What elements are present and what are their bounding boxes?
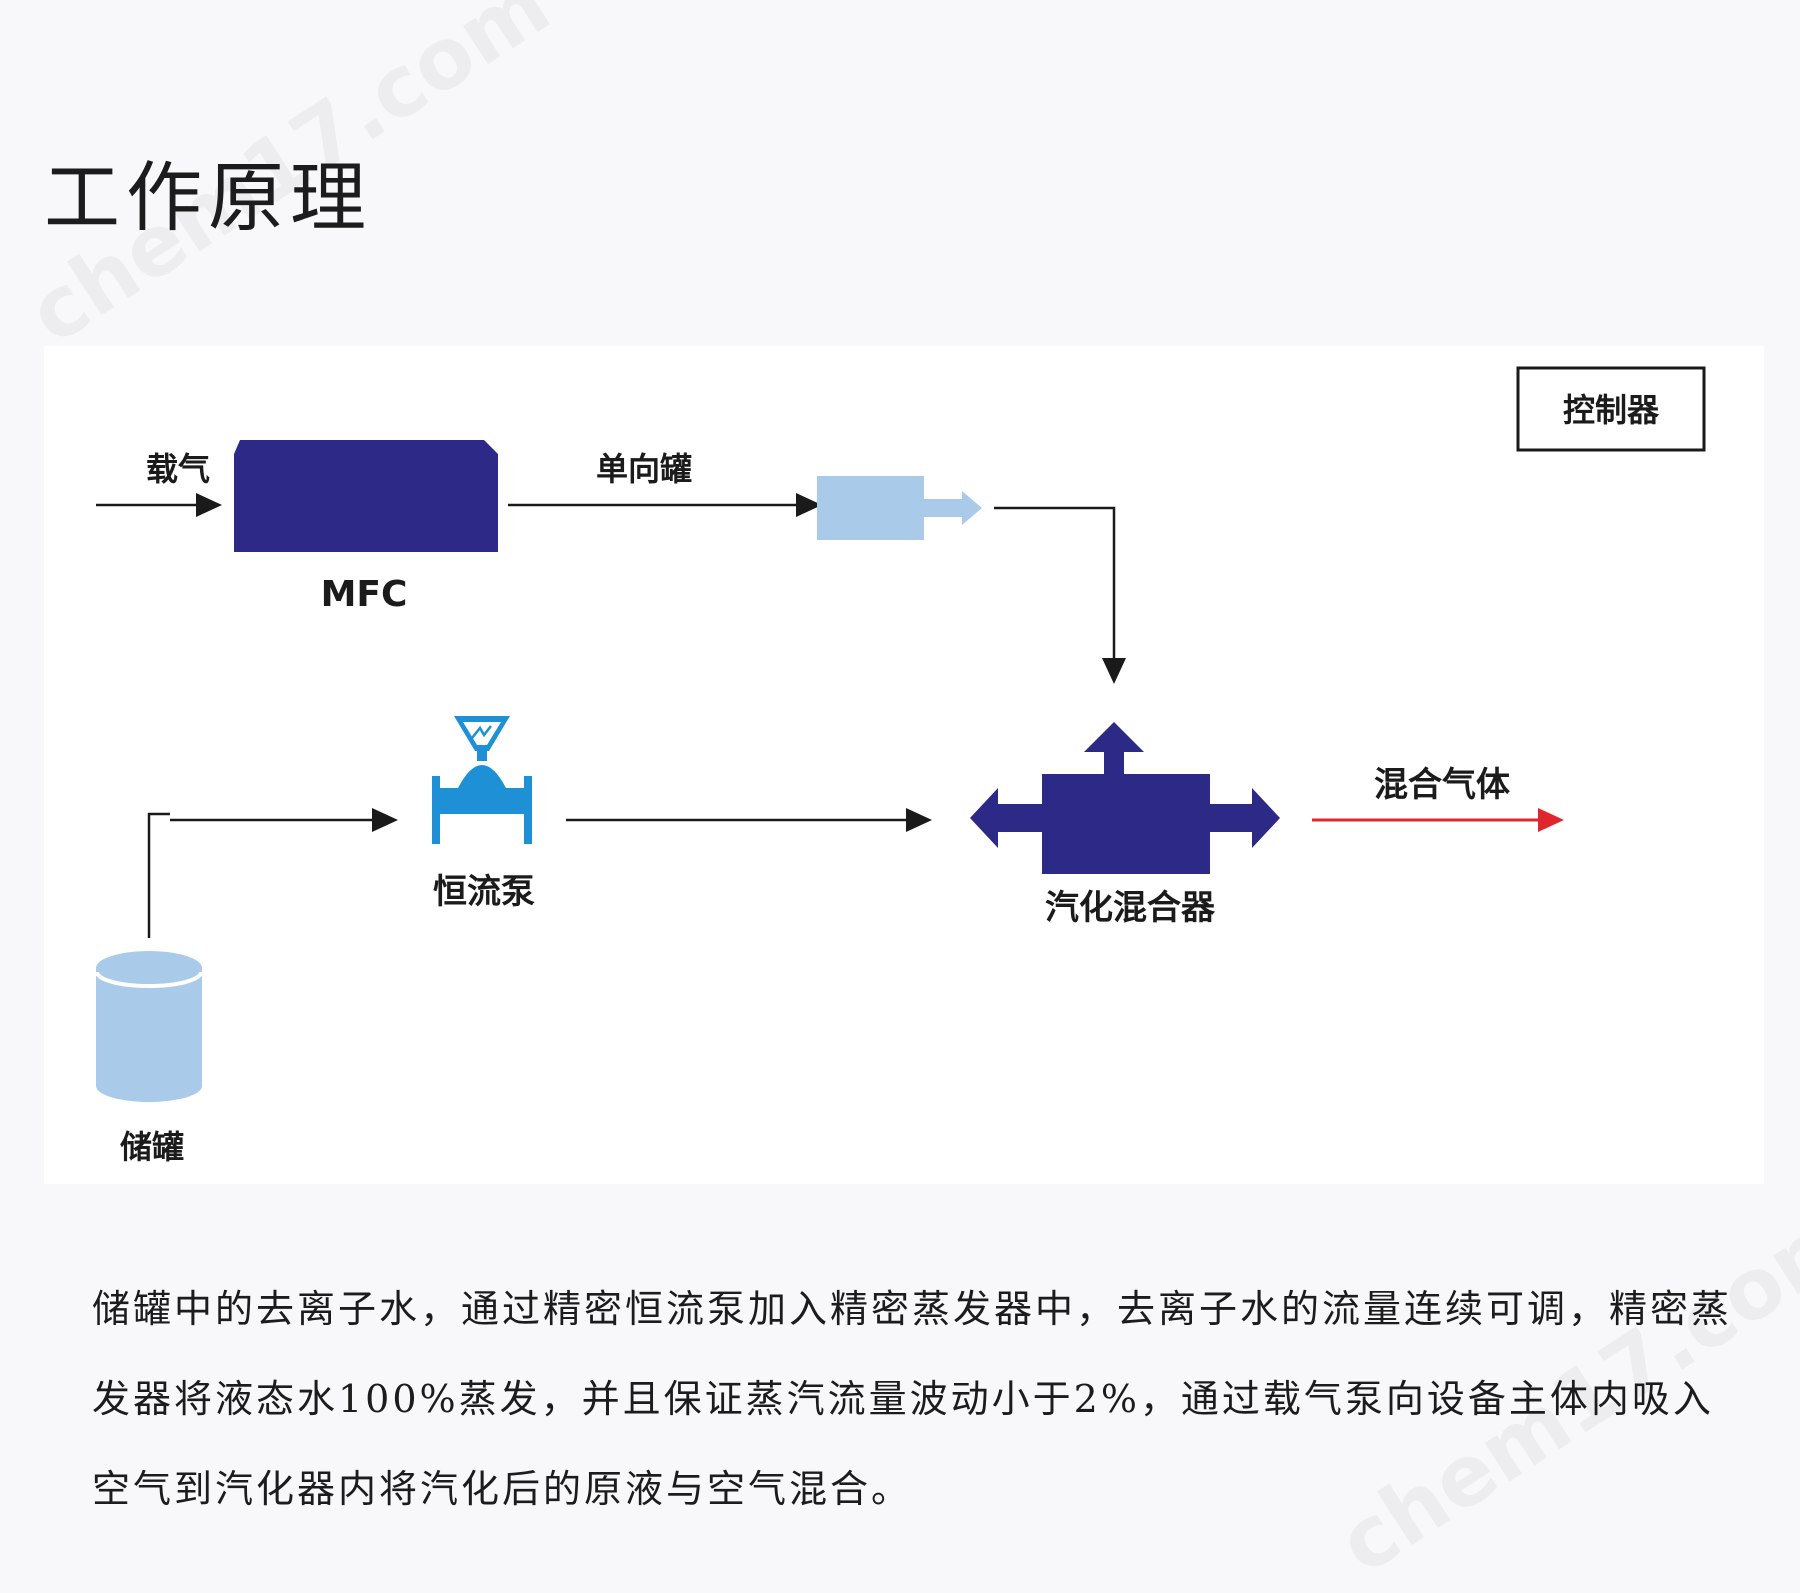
process-diagram: 控制器 载气 MFC 单向罐 [44, 346, 1764, 1184]
mfc-to-check-tank-arrow [508, 493, 822, 517]
vaporization-mixer-block [970, 722, 1280, 874]
controller-box: 控制器 [1516, 366, 1706, 452]
check-tank-label: 单向罐 [596, 450, 692, 488]
check-tank-to-mixer-line [994, 506, 1126, 684]
mixed-gas-label: 混合气体 [1374, 765, 1510, 805]
carrier-gas-label: 载气 [146, 450, 210, 488]
carrier-gas-arrow [96, 493, 222, 517]
page-title: 工作原理 [44, 153, 372, 242]
mfc-block [234, 440, 498, 552]
check-tank-block [817, 476, 982, 540]
mfc-label: MFC [321, 574, 408, 615]
pump-to-mixer-arrow [566, 808, 932, 832]
mixed-gas-arrow [1312, 808, 1564, 832]
storage-tank-icon [95, 951, 203, 1102]
description-paragraph: 储罐中的去离子水，通过精密恒流泵加入精密蒸发器中，去离子水的流量连续可调，精密蒸… [92, 1287, 1733, 1511]
controller-label: 控制器 [1563, 391, 1660, 429]
storage-to-pump-line [147, 808, 398, 938]
pump-label: 恒流泵 [433, 872, 535, 912]
diagram-svg: 控制器 载气 MFC 单向罐 [95, 366, 1706, 1166]
storage-tank-label: 储罐 [120, 1128, 184, 1166]
mixer-label: 汽化混合器 [1045, 888, 1216, 928]
pump-icon [432, 716, 532, 844]
